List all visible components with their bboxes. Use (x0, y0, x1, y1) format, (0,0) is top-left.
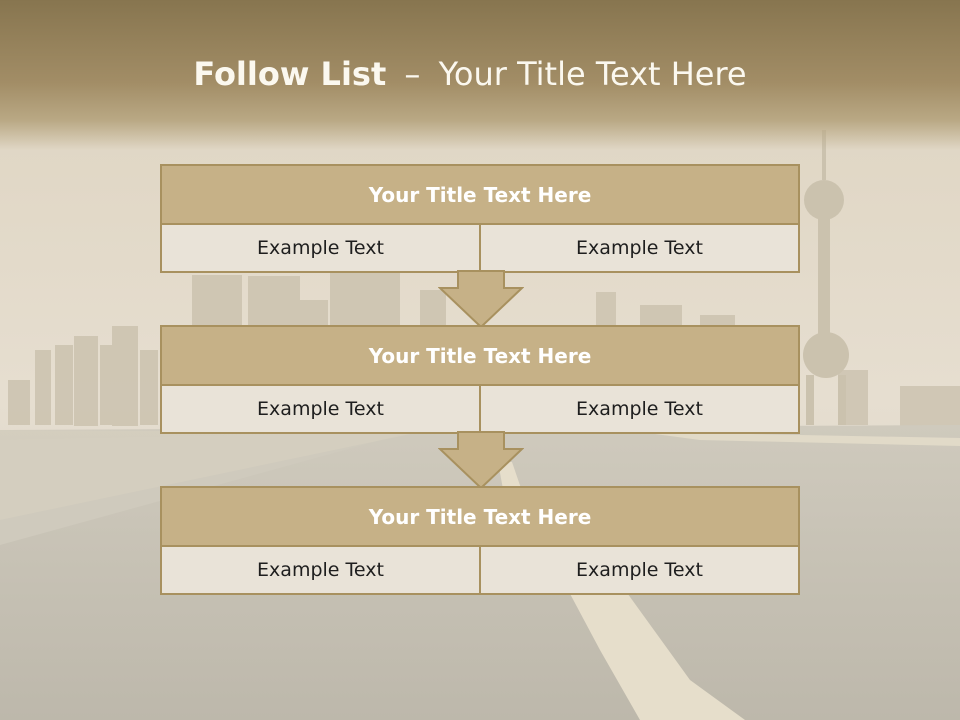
list-block: Your Title Text Here Example Text Exampl… (160, 486, 800, 595)
list-block: Your Title Text Here Example Text Exampl… (160, 164, 800, 273)
slide-title: Follow List – Your Title Text Here (0, 52, 940, 96)
block-cell-left: Example Text (257, 237, 384, 259)
block-row: Example Text Example Text (162, 386, 798, 432)
block-cell-left: Example Text (257, 559, 384, 581)
block-cell-left: Example Text (257, 398, 384, 420)
block-title: Your Title Text Here (162, 327, 798, 386)
block-cell-right: Example Text (479, 386, 798, 432)
down-arrow-icon (438, 270, 524, 329)
block-row: Example Text Example Text (162, 547, 798, 593)
block-cell-right: Example Text (479, 547, 798, 593)
block-title: Your Title Text Here (162, 166, 798, 225)
block-title: Your Title Text Here (162, 488, 798, 547)
title-rest: Your Title Text Here (438, 55, 747, 93)
header-band (0, 0, 960, 150)
block-cell-right: Example Text (479, 225, 798, 271)
block-row: Example Text Example Text (162, 225, 798, 271)
title-dash: – (404, 55, 421, 93)
title-bold: Follow List (193, 55, 387, 93)
list-block: Your Title Text Here Example Text Exampl… (160, 325, 800, 434)
down-arrow-icon (438, 431, 524, 490)
